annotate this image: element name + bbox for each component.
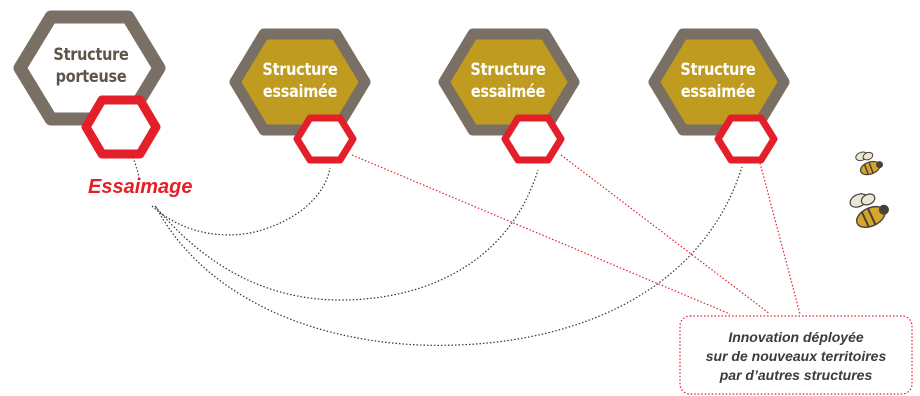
connector-porteuse — [132, 156, 140, 179]
label-line: Structure — [262, 60, 338, 80]
red-hex-essaimee-2 — [501, 114, 565, 164]
innovation-line: par d’autres structures — [719, 367, 873, 383]
essaimage-label: Essaimage — [88, 176, 193, 198]
innovation-line: Innovation déployée — [728, 329, 864, 345]
innovation-line: sur de nouveaux territoires — [705, 348, 887, 364]
hex-structure-essaimee-2 — [438, 28, 580, 136]
swarm-arc-3 — [155, 166, 743, 346]
hex-structure-essaimee-3 — [648, 28, 790, 136]
label-line: Structure — [470, 60, 546, 80]
red-hex-essaimee-3 — [714, 114, 778, 164]
innovation-text: Innovation déployée sur de nouveaux terr… — [680, 316, 912, 394]
bee-icon — [855, 151, 884, 176]
bee-icon — [849, 193, 889, 228]
label-line: essaimée — [262, 82, 338, 102]
red-hex-essaimee-1 — [293, 114, 357, 164]
label-structure-essaimee-2: Structure essaimée — [460, 59, 555, 103]
innovation-box — [679, 315, 913, 395]
innovation-line-2 — [560, 154, 771, 315]
label-line: porteuse — [55, 67, 127, 87]
hex-structure-porteuse — [13, 10, 166, 126]
label-structure-essaimee-1: Structure essaimée — [252, 59, 347, 103]
label-line: Structure — [53, 45, 129, 65]
innovation-line-1 — [351, 154, 731, 315]
hex-structure-essaimee-1 — [229, 28, 371, 136]
label-line: Structure — [680, 60, 756, 80]
label-structure-porteuse: Structure porteuse — [44, 44, 138, 88]
label-line: essaimée — [470, 82, 546, 102]
label-line: essaimée — [680, 82, 756, 102]
label-structure-essaimee-3: Structure essaimée — [670, 59, 765, 103]
swarm-arc-2 — [154, 169, 539, 301]
innovation-line-3 — [759, 162, 801, 315]
red-hex-porteuse — [81, 95, 161, 159]
